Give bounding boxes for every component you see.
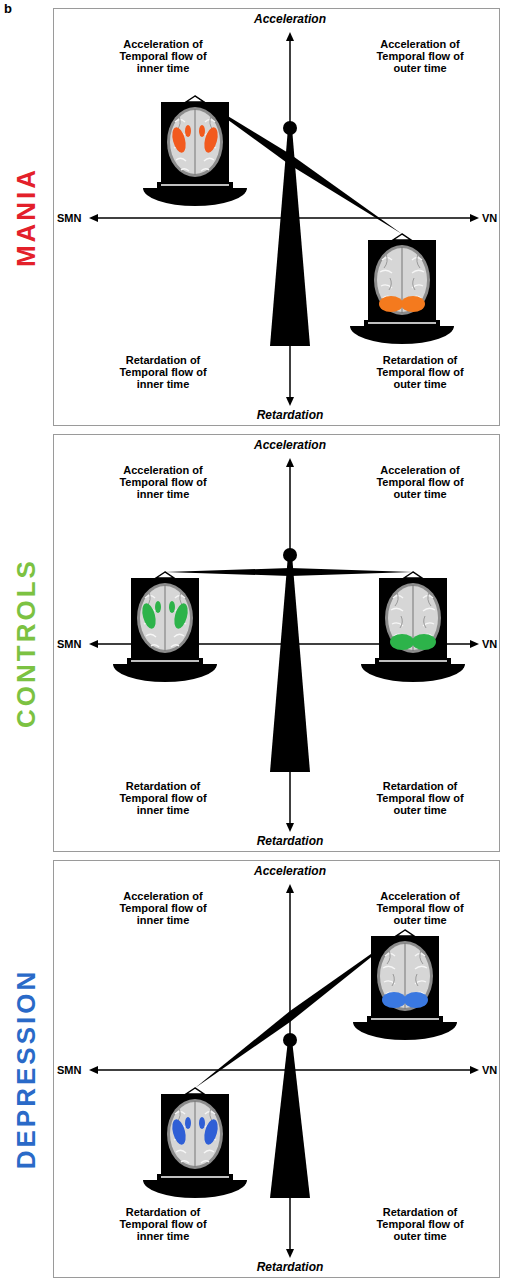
axis-label: Retardation xyxy=(257,834,324,848)
axis-label: Acceleration xyxy=(254,438,326,452)
axis-label: Retardation xyxy=(257,408,324,422)
quadrant-label: Acceleration of Temporal flow of inner t… xyxy=(107,890,219,926)
quadrant-label: Acceleration of Temporal flow of inner t… xyxy=(107,464,219,500)
quadrant-label: Retardation of Temporal flow of outer ti… xyxy=(364,1206,476,1242)
quadrant-label: Acceleration of Temporal flow of inner t… xyxy=(107,38,219,74)
network-label: VN xyxy=(482,638,497,650)
network-label: VN xyxy=(482,1064,497,1076)
axis-label: Retardation xyxy=(257,1260,324,1274)
quadrant-label: Acceleration of Temporal flow of outer t… xyxy=(364,464,476,500)
quadrant-label: Retardation of Temporal flow of inner ti… xyxy=(107,780,219,816)
axis-label: Acceleration xyxy=(254,864,326,878)
quadrant-label: Retardation of Temporal flow of outer ti… xyxy=(364,354,476,390)
axis-label: Acceleration xyxy=(254,12,326,26)
condition-label: MANIA xyxy=(11,167,42,267)
quadrant-label: Acceleration of Temporal flow of outer t… xyxy=(364,890,476,926)
quadrant-label: Retardation of Temporal flow of inner ti… xyxy=(107,1206,219,1242)
network-label: SMN xyxy=(57,1064,81,1076)
quadrant-label: Retardation of Temporal flow of outer ti… xyxy=(364,780,476,816)
quadrant-label: Acceleration of Temporal flow of outer t… xyxy=(364,38,476,74)
condition-label: DEPRESSION xyxy=(11,969,42,1170)
network-label: VN xyxy=(482,212,497,224)
panel-letter: b xyxy=(4,1,12,16)
network-label: SMN xyxy=(57,212,81,224)
network-label: SMN xyxy=(57,638,81,650)
condition-label: CONTROLS xyxy=(11,558,42,728)
quadrant-label: Retardation of Temporal flow of inner ti… xyxy=(107,354,219,390)
